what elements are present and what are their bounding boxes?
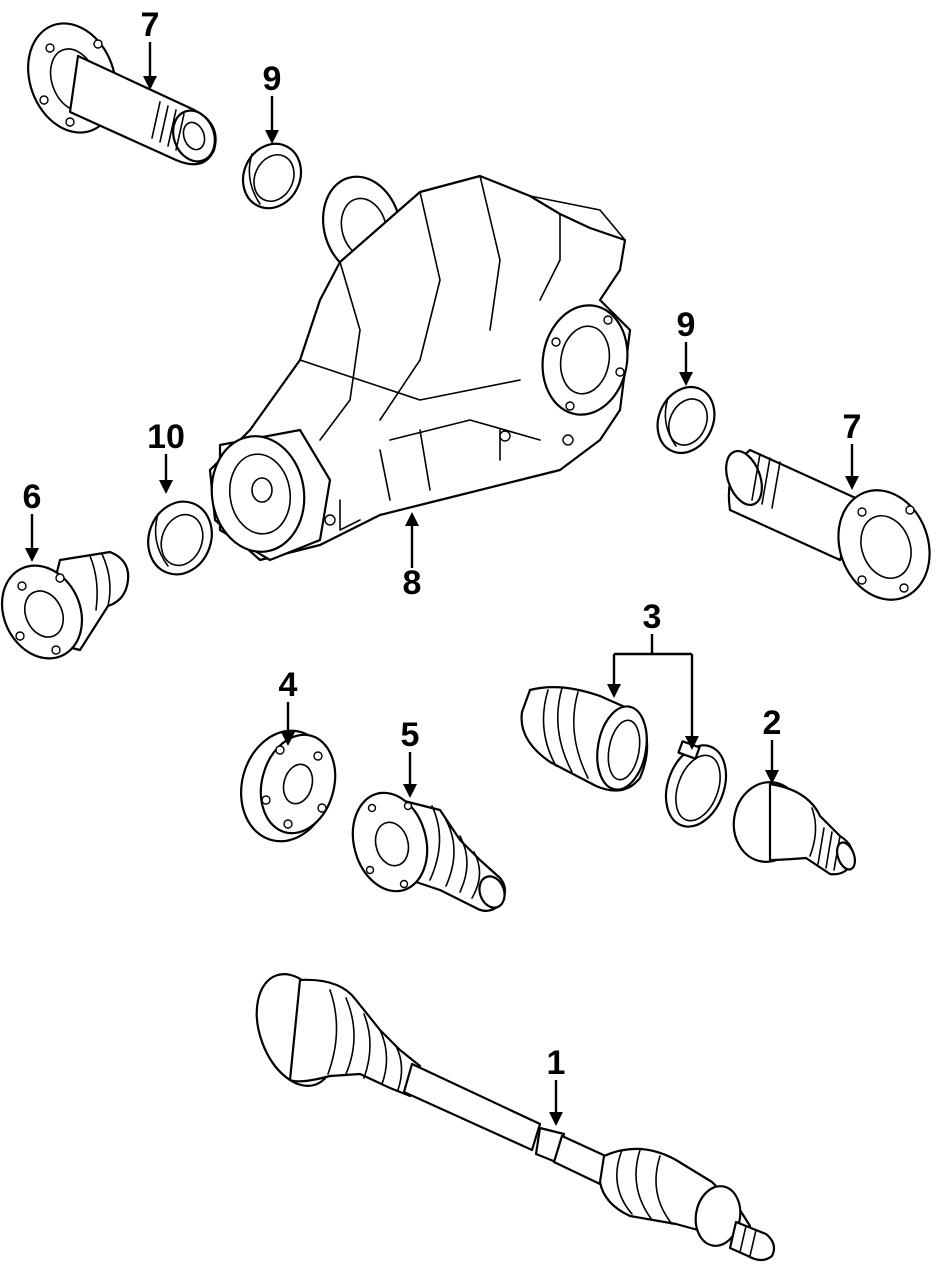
callout-7-upper-left: 7 — [141, 6, 160, 44]
callout-10: 10 — [147, 418, 185, 456]
part-10-seal — [147, 500, 213, 576]
part-4-flange — [239, 729, 337, 843]
part-6-inner-cv-joint — [0, 550, 130, 660]
callout-4: 4 — [279, 666, 298, 704]
part-7-flange-shaft-right — [725, 448, 931, 601]
leader-lines — [25, 42, 859, 1126]
callout-3: 3 — [643, 598, 662, 636]
callout-5: 5 — [401, 716, 420, 754]
part-2-outer-cv-joint — [732, 781, 857, 876]
part-8-differential-housing — [208, 174, 632, 562]
part-9-seal-right — [656, 386, 716, 454]
callout-8: 8 — [403, 564, 422, 602]
part-9-seal-upper — [241, 142, 303, 210]
part-5-inner-boot — [351, 791, 507, 912]
callout-9-right: 9 — [677, 306, 696, 344]
callout-6: 6 — [23, 478, 42, 516]
part-7-flange-shaft-left — [27, 22, 217, 166]
callout-9-upper: 9 — [263, 60, 282, 98]
callout-7-right: 7 — [843, 408, 862, 446]
part-3-boot-kit — [520, 686, 728, 828]
part-1-axle-shaft-assembly — [255, 973, 776, 1262]
callout-numbers: 7 9 9 7 10 6 8 3 4 5 2 1 — [23, 6, 862, 1082]
callout-1: 1 — [547, 1044, 566, 1082]
callout-2: 2 — [763, 704, 782, 742]
